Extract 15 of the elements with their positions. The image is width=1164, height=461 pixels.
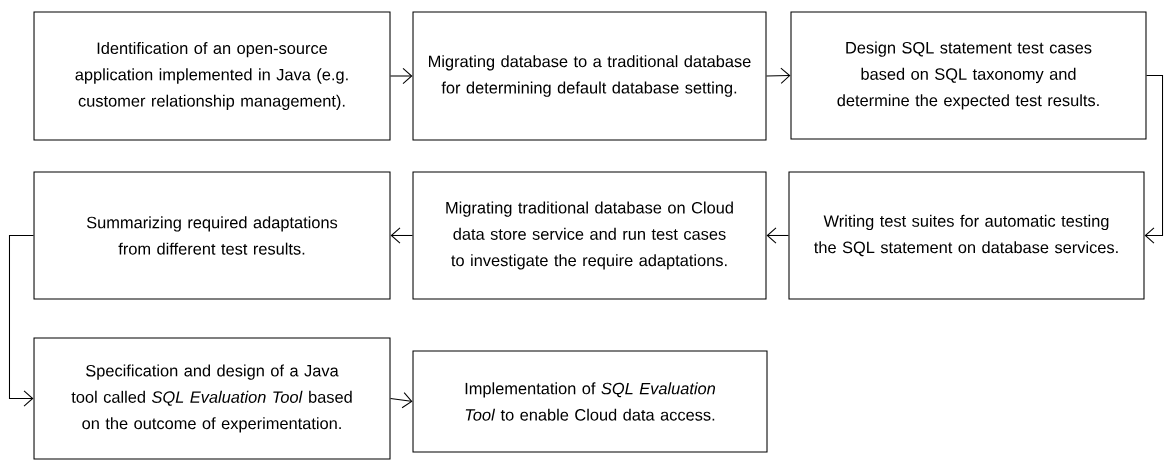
process-box: Specification and design of a Java tool called SQL Evaluation Tool based on the outcome of experimentation. xyxy=(33,337,391,460)
arrow xyxy=(390,392,413,409)
process-box: Writing test suites for automatic testing the SQL statement on database services. xyxy=(788,171,1145,300)
process-box: Implementation of SQL Evaluation Tool to enable Cloud data access. xyxy=(412,350,768,453)
process-box: Identification of an open-source application implemented in Java (e.g. customer relationship management). xyxy=(33,11,391,141)
process-box: Design SQL statement test cases based on SQL taxonomy and determine the expected test results. xyxy=(790,11,1147,140)
arrow xyxy=(766,67,791,84)
arrow xyxy=(8,234,34,407)
arrow xyxy=(390,227,413,244)
process-box: Summarizing required adaptations from different test results. xyxy=(33,171,391,300)
process-box: Migrating database to a traditional database for determining default database setting. xyxy=(412,11,767,141)
arrow xyxy=(1144,74,1164,244)
arrow xyxy=(390,67,413,85)
arrow xyxy=(766,227,789,244)
process-box: Migrating traditional database on Cloud data store service and run test cases to investigate the require adaptations. xyxy=(412,171,767,300)
